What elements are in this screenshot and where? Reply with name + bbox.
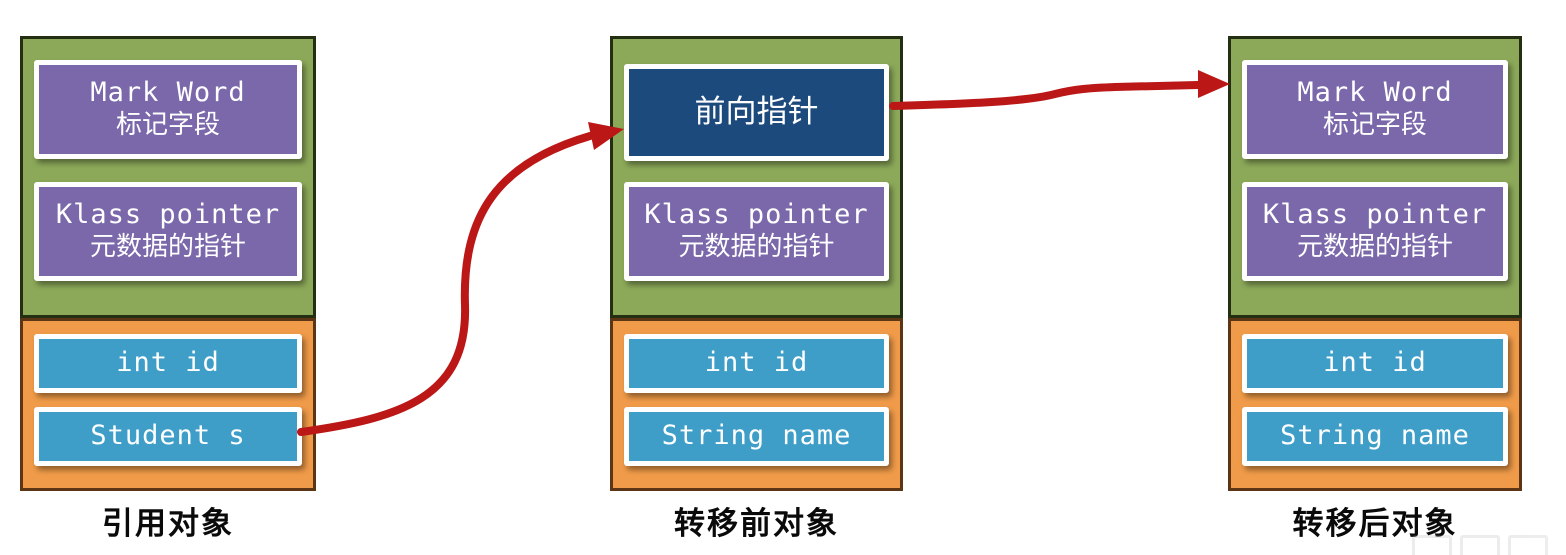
klass-pointer-label: Klass pointer — [55, 199, 281, 231]
column-label-reference-object: 引用对象 — [102, 506, 234, 542]
klass-pointer-cell: Klass pointer 元数据的指针 — [1242, 182, 1508, 281]
field-int-id-cell: int id — [1242, 334, 1508, 393]
mark-word-cell: Mark Word 标记字段 — [34, 60, 302, 159]
object-header-area: Mark Word 标记字段 Klass pointer 元数据的指针 — [1228, 36, 1522, 318]
object-header-area: Mark Word 标记字段 Klass pointer 元数据的指针 — [20, 36, 316, 318]
klass-pointer-cell: Klass pointer 元数据的指针 — [624, 182, 889, 281]
mark-word-cell: Mark Word 标记字段 — [1242, 60, 1508, 159]
field-student-s-label: Student s — [90, 420, 246, 452]
forward-pointer-label: 前向指针 — [694, 94, 819, 131]
column-reference-object: Mark Word 标记字段 Klass pointer 元数据的指针 int … — [20, 0, 316, 555]
klass-pointer-cell: Klass pointer 元数据的指针 — [34, 182, 302, 281]
object-fields-area: int id Student s — [20, 318, 316, 491]
column-object-before-move: 前向指针 Klass pointer 元数据的指针 int id String … — [610, 0, 903, 555]
mark-word-label: Mark Word — [90, 77, 246, 109]
forward-pointer-cell: 前向指针 — [624, 64, 889, 161]
arrow-student-s-to-forward-pointer — [297, 132, 594, 436]
field-int-id-label: int id — [116, 347, 220, 379]
arrow-head-moved-object — [1198, 70, 1230, 98]
field-string-name-label: String name — [661, 420, 852, 452]
arrow-forward-pointer-to-moved-object — [889, 81, 1202, 110]
field-int-id-cell: int id — [624, 334, 889, 393]
field-string-name-cell: String name — [624, 407, 889, 466]
column-label-object-after-move: 转移后对象 — [1292, 506, 1458, 542]
column-object-after-move: Mark Word 标记字段 Klass pointer 元数据的指针 int … — [1228, 0, 1522, 555]
object-fields-area: int id String name — [1228, 318, 1522, 491]
klass-pointer-label: Klass pointer — [1262, 199, 1488, 231]
field-int-id-cell: int id — [34, 334, 302, 393]
watermark — [1412, 535, 1562, 555]
field-student-s-cell: Student s — [34, 407, 302, 466]
watermark-glyph — [1460, 535, 1500, 555]
klass-pointer-cjk-label: 元数据的指针 — [1296, 232, 1453, 263]
field-int-id-label: int id — [704, 347, 809, 379]
mark-word-cjk-label: 标记字段 — [1322, 110, 1427, 141]
object-header-area: 前向指针 Klass pointer 元数据的指针 — [610, 36, 903, 318]
field-string-name-cell: String name — [1242, 407, 1508, 466]
klass-pointer-cjk-label: 元数据的指针 — [678, 232, 835, 263]
field-string-name-label: String name — [1280, 420, 1470, 452]
watermark-glyph — [1508, 535, 1548, 555]
watermark-glyph — [1412, 535, 1452, 555]
mark-word-label: Mark Word — [1297, 77, 1453, 109]
mark-word-cjk-label: 标记字段 — [115, 110, 220, 141]
object-fields-area: int id String name — [610, 318, 903, 491]
klass-pointer-label: Klass pointer — [644, 199, 869, 231]
klass-pointer-cjk-label: 元数据的指针 — [89, 232, 246, 263]
field-int-id-label: int id — [1323, 347, 1427, 379]
column-label-object-before-move: 转移前对象 — [674, 506, 839, 542]
